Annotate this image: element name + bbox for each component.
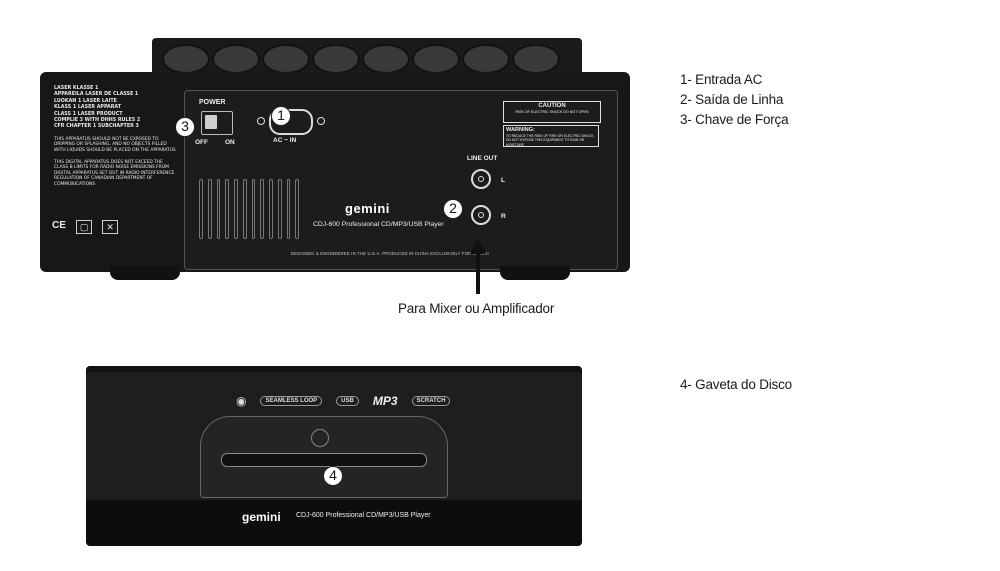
laser-class-label: LASER KLASSE 1 APPAREILA LASER DE CLASSE… xyxy=(54,86,141,130)
power-label: POWER xyxy=(199,99,226,106)
screw-icon xyxy=(317,117,325,125)
line-out-label: LINE OUT xyxy=(467,155,498,162)
designed-engineered-text: DESIGNED & ENGINEERED IN THE U.S.A. PROD… xyxy=(291,251,489,256)
emissions-notice: THIS DIGITAL APPARATUS DOES NOT EXCEED T… xyxy=(54,159,175,187)
disc-tray-bezel xyxy=(200,416,448,498)
right-channel-label: R xyxy=(501,213,506,220)
callout-4: 4 xyxy=(323,466,343,486)
arrow-up-icon xyxy=(470,238,486,294)
eject-button[interactable] xyxy=(311,429,329,447)
off-label: OFF xyxy=(195,139,208,146)
power-switch[interactable] xyxy=(201,111,233,135)
ac-input-socket[interactable] xyxy=(269,109,313,135)
usb-logo: USB xyxy=(336,396,359,406)
legend-item-3: 3- Chave de Força xyxy=(680,112,789,127)
compliance-label-area: LASER KLASSE 1 APPAREILA LASER DE CLASSE… xyxy=(54,86,178,236)
double-insulation-icon: ▢ xyxy=(75,220,93,234)
left-channel-label: L xyxy=(501,177,505,184)
mixer-caption: Para Mixer ou Amplificador xyxy=(398,301,555,316)
caution-title: CAUTION xyxy=(538,103,566,109)
brand-logo: gemini xyxy=(345,201,390,216)
caution-text: RISK OF ELECTRIC SHOCK DO NOT OPEN xyxy=(515,110,589,114)
callout-2: 2 xyxy=(443,199,463,219)
disc-slot[interactable] xyxy=(221,453,427,467)
ventilation-grille xyxy=(199,179,299,239)
rear-chassis: LASER KLASSE 1 APPAREILA LASER DE CLASSE… xyxy=(40,72,630,272)
warning-text: TO REDUCE THE RISK OF FIRE OR ELECTRIC S… xyxy=(506,134,595,147)
front-panel-illustration: ◉ SEAMLESS LOOP USB MP3 SCRATCH gemini C… xyxy=(86,366,586,556)
scratch-logo: SCRATCH xyxy=(411,396,451,406)
ac-in-label: AC ~ IN xyxy=(273,137,297,144)
model-label: CDJ-600 Professional CD/MP3/USB Player xyxy=(313,221,444,228)
on-label: ON xyxy=(225,139,235,146)
weee-bin-icon: ✕ xyxy=(102,220,118,234)
front-bottom-strip: gemini CDJ-600 Professional CD/MP3/USB P… xyxy=(86,500,582,546)
callout-1: 1 xyxy=(271,106,291,126)
warning-title: WARNING: xyxy=(506,127,535,133)
rear-panel-illustration: LASER KLASSE 1 APPAREILA LASER DE CLASSE… xyxy=(40,38,640,288)
rear-connection-panel: POWER OFF ON AC ~ IN gemini CDJ-600 Prof… xyxy=(184,90,618,270)
legend-item-4: 4- Gaveta do Disco xyxy=(680,377,792,392)
screw-icon xyxy=(257,117,265,125)
mp3-logo: MP3 xyxy=(372,394,398,408)
moisture-notice: THIS APPARATUS SHOULD NOT BE EXPOSED TO … xyxy=(54,136,176,154)
callout-3: 3 xyxy=(175,117,195,137)
certification-marks: CE ▢ ✕ xyxy=(52,220,118,234)
front-brand-logo: gemini xyxy=(242,510,281,524)
warning-label: WARNING: TO REDUCE THE RISK OF FIRE OR E… xyxy=(503,125,599,147)
seamless-loop-logo: SEAMLESS LOOP xyxy=(260,396,323,406)
caution-label: CAUTION RISK OF ELECTRIC SHOCK DO NOT OP… xyxy=(503,101,601,123)
legend-item-2: 2- Saída de Linha xyxy=(680,92,784,107)
rca-left-jack[interactable] xyxy=(471,169,491,189)
front-chassis: ◉ SEAMLESS LOOP USB MP3 SCRATCH gemini C… xyxy=(86,372,582,546)
cd-logo-icon: ◉ xyxy=(236,394,247,408)
rear-top-heatsink xyxy=(152,38,582,76)
rca-right-jack[interactable] xyxy=(471,205,491,225)
format-logos: ◉ SEAMLESS LOOP USB MP3 SCRATCH xyxy=(236,394,451,408)
ce-mark: CE xyxy=(52,220,66,231)
front-model-label: CDJ-600 Professional CD/MP3/USB Player xyxy=(296,512,431,519)
legend-item-1: 1- Entrada AC xyxy=(680,72,763,87)
